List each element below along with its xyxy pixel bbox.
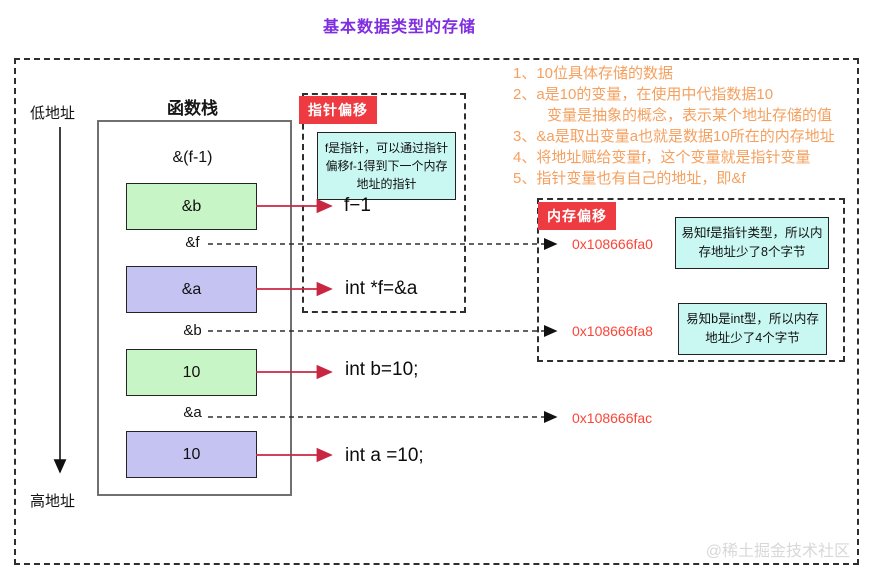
note-line: 4、将地址赋给变量f，这个变量就是指针变量 xyxy=(513,149,811,166)
memory-note-b: 易知b是int型，所以内存地址少了4个字节 xyxy=(678,303,827,355)
page-title: 基本数据类型的存储 xyxy=(323,19,477,36)
stack-memory-cell: &b xyxy=(126,183,257,230)
stack-memory-cell: 10 xyxy=(126,349,257,396)
memory-address-a: 0x108666fac xyxy=(572,410,653,426)
memory-offset-frame xyxy=(537,198,845,362)
note-line: 2、a是10的变量，在使用中代指数据10 xyxy=(513,86,774,103)
stack-slot-label: &(f-1) xyxy=(172,149,213,166)
memory-address-b: 0x108666fa8 xyxy=(572,323,653,339)
note-line: 1、10位具体存储的数据 xyxy=(513,65,674,82)
note-line: 5、指针变量也有自己的地址，即&f xyxy=(513,170,746,187)
diagram-border xyxy=(14,58,859,565)
function-stack-title: 函数栈 xyxy=(167,99,218,118)
declaration-f: int *f=&a xyxy=(345,278,418,299)
high-address-label: 高地址 xyxy=(30,493,76,510)
pointer-offset-note: f是指针，可以通过指针偏移f-1得到下一个内存地址的指针 xyxy=(317,132,456,200)
declaration-a: int a =10; xyxy=(345,445,424,466)
pointer-expression: f−1 xyxy=(344,195,371,216)
watermark: @稀土掘金技术社区 xyxy=(705,543,850,560)
stack-memory-cell: 10 xyxy=(126,431,257,478)
low-address-label: 低地址 xyxy=(30,105,76,122)
memory-note-f: 易知f是指针类型，所以内存地址少了8个字节 xyxy=(675,217,829,269)
pointer-offset-badge: 指针偏移 xyxy=(299,96,377,124)
explanation-notes: 1、10位具体存储的数据 2、a是10的变量，在使用中代指数据10 变量是抽象的… xyxy=(513,63,851,189)
declaration-b: int b=10; xyxy=(345,359,419,380)
pointer-offset-frame xyxy=(302,93,466,313)
stack-slot-label: &f xyxy=(185,234,200,251)
memory-offset-badge: 内存偏移 xyxy=(538,202,616,230)
note-line: 3、&a是取出变量a也就是数据10所在的内存地址 xyxy=(513,128,835,145)
stack-memory-cell: &a xyxy=(126,266,257,313)
memory-address-f: 0x108666fa0 xyxy=(572,236,653,252)
stack-slot-label: &b xyxy=(183,322,202,339)
stack-slot-label: &a xyxy=(183,404,202,421)
note-line: 变量是抽象的概念，表示某个地址存储的值 xyxy=(547,107,833,124)
